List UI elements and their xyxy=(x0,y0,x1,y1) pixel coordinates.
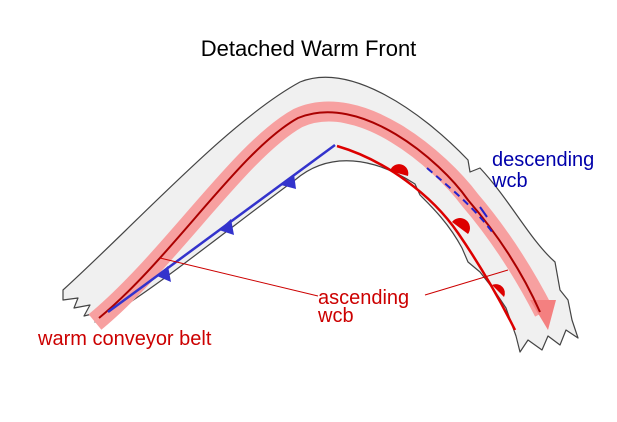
cold-front-triangle-3 xyxy=(281,174,296,189)
cold-front-triangle-1 xyxy=(157,266,171,282)
diagram-title: Detached Warm Front xyxy=(200,36,417,61)
cloud-band xyxy=(62,76,579,353)
cold-front-triangle-2 xyxy=(219,219,234,235)
ascending-wcb-label-line2: wcb xyxy=(318,305,354,327)
warm-front-line xyxy=(336,144,517,331)
descending-wcb-label-line1: descending xyxy=(492,149,595,171)
descending-wcb-label-line2: wcb xyxy=(492,170,528,192)
ascending-leader-right xyxy=(424,269,509,296)
conveyor-arrowhead xyxy=(530,300,556,330)
warm-front-semicircle-1 xyxy=(390,164,409,176)
ascending-wcb-label-line1: ascending xyxy=(318,287,410,309)
ascending-leader-left xyxy=(159,257,319,297)
descending-wcb-marker xyxy=(479,206,488,218)
warm-conveyor-belt-line xyxy=(98,111,541,319)
warm-front-semicircle-2 xyxy=(452,218,470,234)
warm-front-semicircle-3 xyxy=(492,284,505,297)
warm-conveyor-belt-label: warm conveyor belt xyxy=(38,328,212,350)
